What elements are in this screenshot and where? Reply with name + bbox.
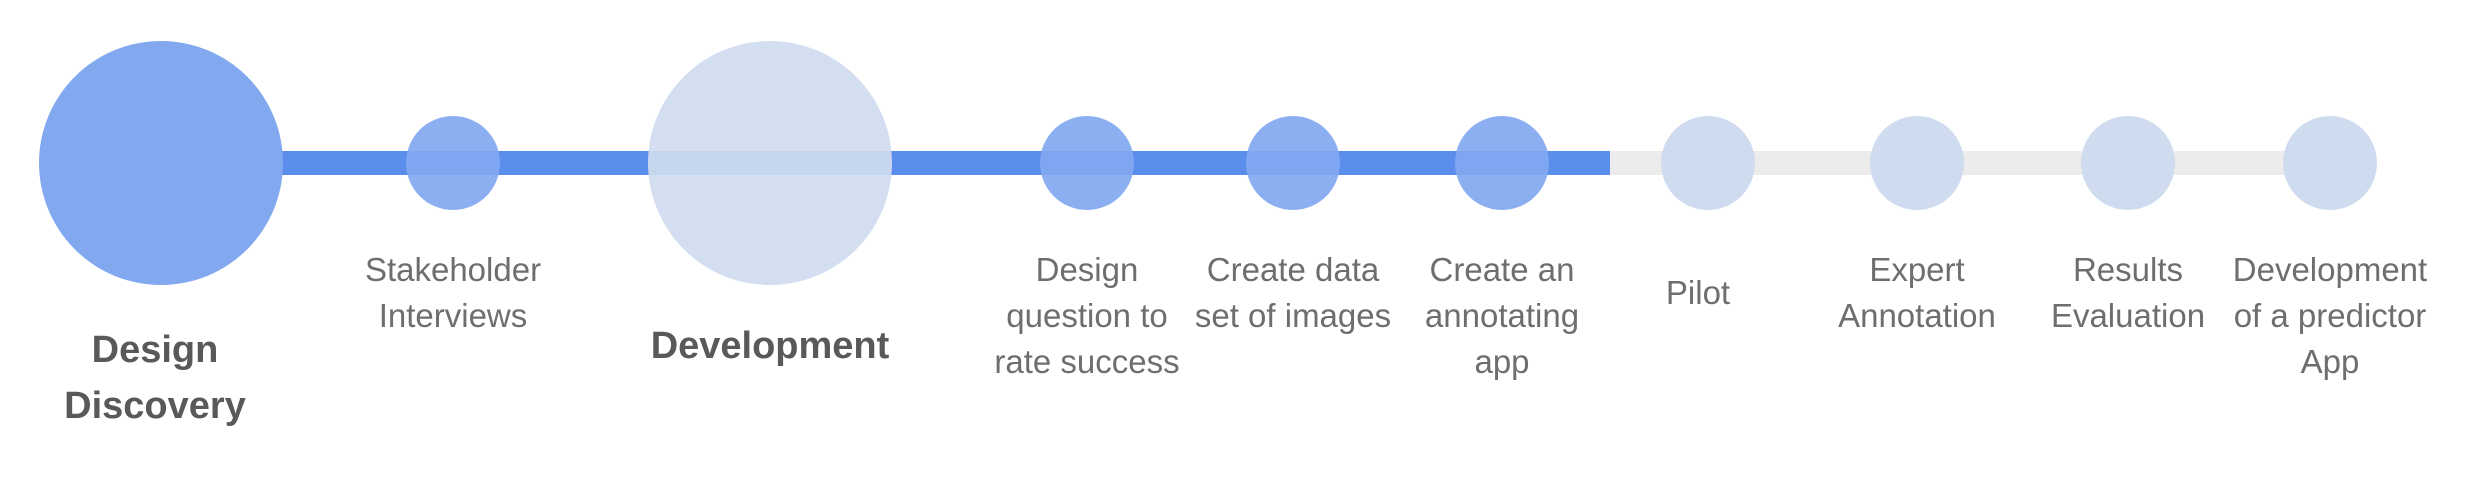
stage-label-4: Design question to rate success bbox=[994, 251, 1180, 380]
stage-node-7 bbox=[1661, 116, 1755, 210]
stage-node-1 bbox=[39, 41, 283, 285]
stage-label-2: Stakeholder Interviews bbox=[364, 251, 542, 334]
stage-label-9: Results Evaluation bbox=[2050, 251, 2206, 334]
stage-label-8: Expert Annotation bbox=[1838, 251, 1996, 334]
stage-node-3 bbox=[648, 41, 892, 285]
stage-node-8 bbox=[1870, 116, 1964, 210]
stage-label-1: Design Discovery bbox=[64, 329, 246, 427]
stage-label-10: Development of a predictor App bbox=[2232, 251, 2428, 380]
stage-node-6 bbox=[1455, 116, 1549, 210]
stage-label-7: Pilot bbox=[1665, 274, 1731, 311]
stage-node-9 bbox=[2081, 116, 2175, 210]
stage-node-2 bbox=[406, 116, 500, 210]
stage-label-6: Create an annotating app bbox=[1424, 251, 1580, 380]
stage-node-10 bbox=[2283, 116, 2377, 210]
stage-label-5: Create data set of images bbox=[1194, 251, 1392, 334]
stage-node-5 bbox=[1246, 116, 1340, 210]
stage-node-4 bbox=[1040, 116, 1134, 210]
stage-label-3: Development bbox=[650, 325, 890, 367]
